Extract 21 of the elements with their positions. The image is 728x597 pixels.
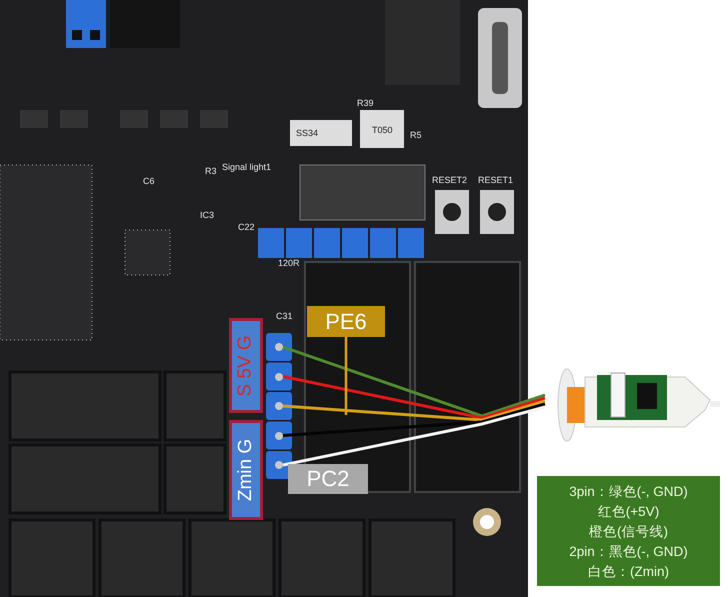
silkscreen-label: Signal light1 xyxy=(222,162,272,172)
silkscreen-label: R39 xyxy=(357,98,374,108)
wire xyxy=(282,346,546,418)
silkscreen-label: C22 xyxy=(238,222,255,232)
silkscreen-label: RESET2 xyxy=(432,175,468,185)
pin-name-label: PC2 xyxy=(288,464,368,494)
pin-label: Zmin G xyxy=(229,420,263,520)
silkscreen-label: IC3 xyxy=(200,210,214,220)
silkscreen-label: C31 xyxy=(276,311,293,321)
wire xyxy=(282,375,546,420)
silkscreen-label: R3 xyxy=(205,166,217,176)
silkscreen-label: T050 xyxy=(372,125,393,135)
wiring-note: 3pin：绿色(-, GND) 红色(+5V) 橙色(信号线) 2pin：黑色(-, GND) 白色：(Zmin) xyxy=(537,476,720,586)
silkscreen-label: 120R xyxy=(278,258,300,268)
silkscreen-label: RESET1 xyxy=(478,175,514,185)
pin-name-label: PE6 xyxy=(307,306,385,337)
pin-label: S 5V G xyxy=(229,318,263,413)
silkscreen-label: SS34 xyxy=(296,128,318,138)
leader-line xyxy=(344,337,348,415)
silkscreen-label: R5 xyxy=(410,130,422,140)
silkscreen-label: C6 xyxy=(143,176,155,186)
